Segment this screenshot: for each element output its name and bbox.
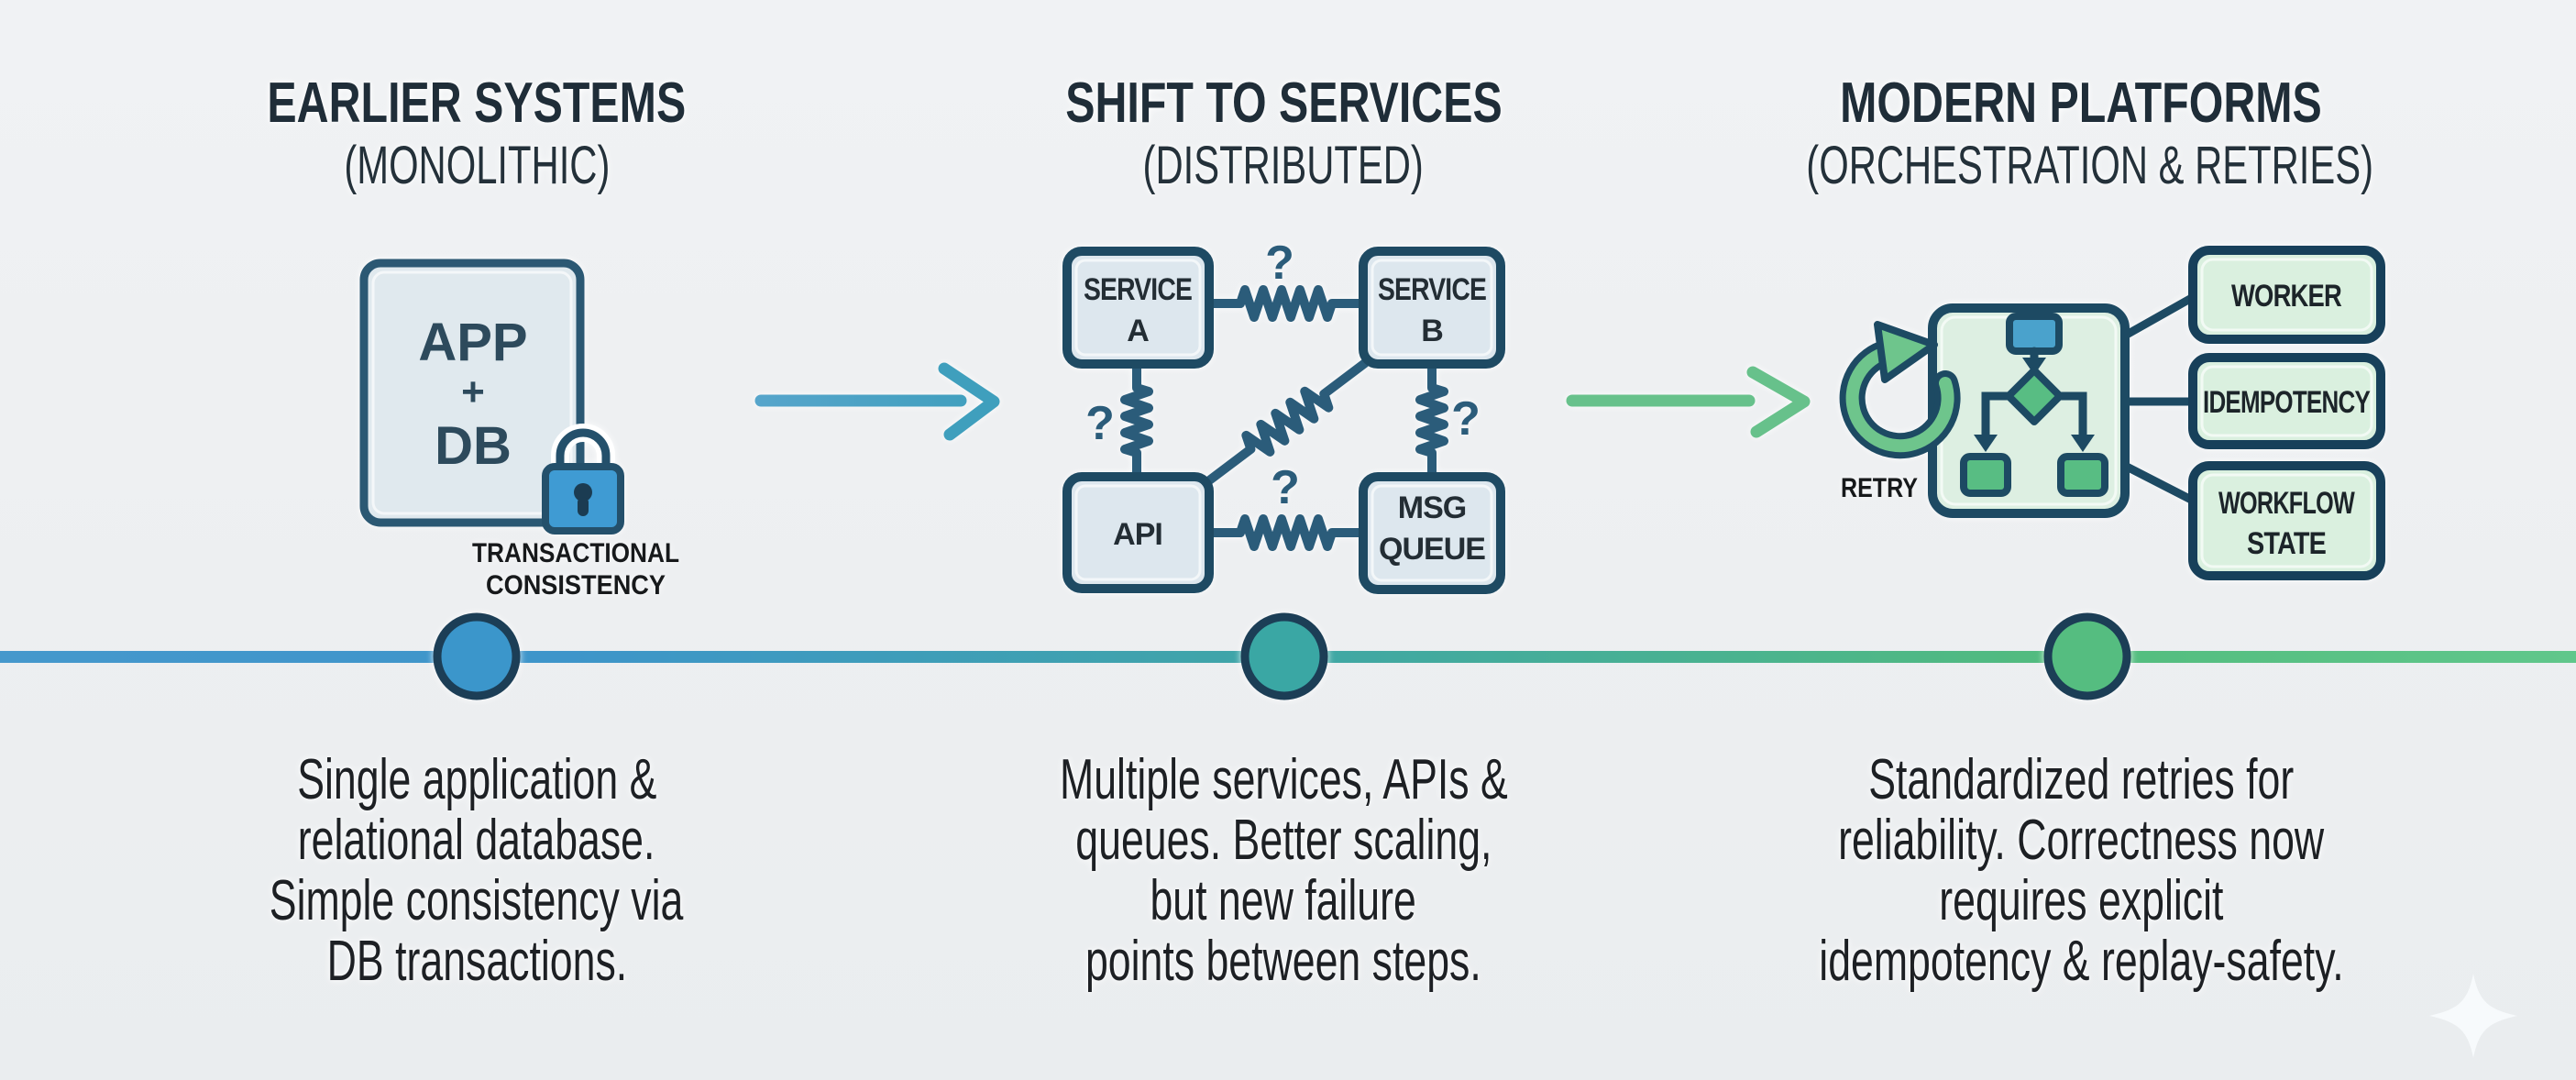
app-db-label-line-2: + bbox=[461, 369, 485, 414]
service-a-label-line-2: A bbox=[1127, 314, 1149, 348]
api-inner-line bbox=[1074, 484, 1202, 581]
flowchart-start-node bbox=[2006, 313, 2063, 355]
question-mark-right: ? bbox=[1451, 392, 1481, 446]
app-db-label-line-3: DB bbox=[435, 416, 512, 476]
service-b-label-line-2: B bbox=[1421, 314, 1443, 348]
workflow-state-label-line-1: WORKFLOW bbox=[2218, 486, 2355, 521]
question-mark-bottom: ? bbox=[1271, 461, 1300, 514]
workflow-state-label-line-2: STATE bbox=[2247, 526, 2326, 561]
arrow-2-head bbox=[1746, 366, 1811, 438]
stage-distributed-description: Multiple services, APIs & queues. Better… bbox=[898, 750, 1668, 992]
description-line: Multiple services, APIs & bbox=[1059, 748, 1508, 811]
stage-monolithic-title: EARLIER SYSTEMS bbox=[267, 72, 687, 135]
timeline-dot-monolithic bbox=[433, 612, 521, 700]
worker-label: WORKER bbox=[2231, 279, 2341, 314]
connector-to-worker bbox=[2120, 291, 2201, 340]
stage-modern-description: Standardized retries for reliability. Co… bbox=[1696, 750, 2466, 992]
idempotency-label: IDEMPOTENCY bbox=[2203, 385, 2371, 420]
squiggle-service-b-to-msg-queue bbox=[1415, 359, 1448, 481]
stage-distributed-header: SHIFT TO SERVICES (DISTRIBUTED) bbox=[898, 0, 1668, 202]
flowchart-branch-right bbox=[2055, 391, 2087, 441]
stage-modern-title: MODERN PLATFORMS bbox=[1840, 72, 2322, 135]
workflow-flowchart-icon bbox=[1960, 313, 2108, 497]
timeline-dot-modern bbox=[2043, 612, 2131, 700]
service-b-inner-line bbox=[1371, 259, 1493, 357]
description-line: points between steps. bbox=[1085, 930, 1481, 993]
monolith-caption-line-1: TRANSACTIONAL bbox=[472, 538, 679, 568]
flowchart-arrowhead-right bbox=[2071, 435, 2095, 452]
description-line: reliability. Correctness now bbox=[1837, 809, 2325, 872]
msg-queue-label-line-1: MSG bbox=[1398, 490, 1466, 525]
retry-icon bbox=[1839, 321, 1961, 459]
timeline bbox=[0, 612, 2576, 700]
flowchart-arrowhead-down bbox=[2022, 358, 2046, 375]
service-a-inner-line bbox=[1074, 259, 1202, 357]
msg-queue-label-line-2: QUEUE bbox=[1379, 532, 1485, 567]
monolith-caption-line-2: CONSISTENCY bbox=[486, 570, 666, 601]
description-line: DB transactions. bbox=[326, 930, 627, 993]
monolith-box bbox=[359, 259, 585, 527]
idempotency-box bbox=[2188, 353, 2385, 449]
description-line: Simple consistency via bbox=[270, 869, 684, 932]
description-line: requires explicit bbox=[1938, 869, 2224, 932]
stage-monolithic-subtitle: (MONOLITHIC) bbox=[344, 136, 610, 195]
question-mark-left: ? bbox=[1085, 397, 1115, 450]
monolith-diagram: APP + DB TRANSACTIONAL CONSISTENCY bbox=[359, 259, 679, 601]
msg-queue-inner-line bbox=[1371, 484, 1493, 582]
description-line: but new failure bbox=[1150, 869, 1417, 932]
workflow-state-box bbox=[2188, 461, 2385, 580]
squiggle-service-b-to-api-diagonal bbox=[1204, 358, 1370, 486]
lock-shackle bbox=[556, 428, 611, 474]
description-line: Standardized retries for bbox=[1868, 748, 2294, 811]
monolith-box-inner-line bbox=[371, 270, 573, 515]
service-a-label-line-1: SERVICE bbox=[1084, 272, 1192, 307]
stage-monolithic-header: EARLIER SYSTEMS (MONOLITHIC) bbox=[92, 0, 862, 202]
squiggle-service-a-to-api bbox=[1120, 359, 1153, 481]
arrow-1-head bbox=[938, 362, 1000, 441]
description-line: idempotency & replay-safety. bbox=[1818, 930, 2344, 993]
arrow-monolithic-to-distributed bbox=[754, 362, 1000, 441]
msg-queue-box bbox=[1359, 472, 1505, 594]
retry-label: RETRY bbox=[1841, 473, 1918, 503]
retry-arrowhead bbox=[1874, 321, 1938, 383]
service-a-box bbox=[1062, 247, 1214, 369]
service-b-label-line-1: SERVICE bbox=[1378, 272, 1486, 307]
service-b-box bbox=[1359, 247, 1505, 369]
stage-distributed-title: SHIFT TO SERVICES bbox=[1064, 72, 1503, 135]
worker-box bbox=[2188, 246, 2385, 344]
timeline-dot-distributed bbox=[1240, 612, 1328, 700]
retry-ring bbox=[1845, 346, 1954, 453]
api-label: API bbox=[1113, 517, 1162, 552]
squiggle-service-a-to-b bbox=[1205, 285, 1368, 322]
app-db-label-line-1: APP bbox=[418, 313, 527, 372]
flowchart-arrowhead-left bbox=[1974, 435, 1998, 452]
stage-modern-header: MODERN PLATFORMS (ORCHESTRATION & RETRIE… bbox=[1696, 0, 2466, 202]
distributed-diagram: SERVICE A SERVICE B API MSG QUEUE ? ? ? … bbox=[1062, 237, 1505, 594]
arrow-distributed-to-modern bbox=[1566, 366, 1811, 438]
description-line: Single application & bbox=[296, 748, 657, 811]
squiggle-api-to-msg-queue bbox=[1205, 514, 1368, 551]
lock-icon bbox=[542, 424, 624, 534]
stage-monolithic-description: Single application & relational database… bbox=[92, 750, 862, 992]
flowchart-decision-diamond bbox=[2005, 367, 2064, 425]
flowchart-task-right bbox=[2057, 453, 2108, 497]
stage-distributed-subtitle: (DISTRIBUTED) bbox=[1142, 136, 1425, 195]
flowchart-branch-left bbox=[1981, 391, 2013, 441]
workflow-state-box-inner-line bbox=[2200, 473, 2373, 568]
modern-diagram: RETRY WORKER IDEMPOTENCY WORKFLOW STATE bbox=[1839, 246, 2385, 580]
api-box bbox=[1062, 472, 1214, 593]
question-mark-top: ? bbox=[1265, 237, 1294, 290]
stage-modern-subtitle: (ORCHESTRATION & RETRIES) bbox=[1806, 136, 2373, 195]
lock-keyhole bbox=[574, 483, 592, 501]
connector-to-workflow-state bbox=[2120, 461, 2201, 507]
flowchart-task-left bbox=[1960, 453, 2011, 497]
sparkle-icon bbox=[2429, 974, 2517, 1058]
description-line: queues. Better scaling, bbox=[1074, 809, 1492, 872]
idempotency-box-inner-line bbox=[2200, 365, 2373, 437]
lock-keyhole-stem bbox=[578, 497, 589, 516]
description-line: relational database. bbox=[298, 809, 655, 872]
worker-box-inner-line bbox=[2200, 258, 2373, 332]
